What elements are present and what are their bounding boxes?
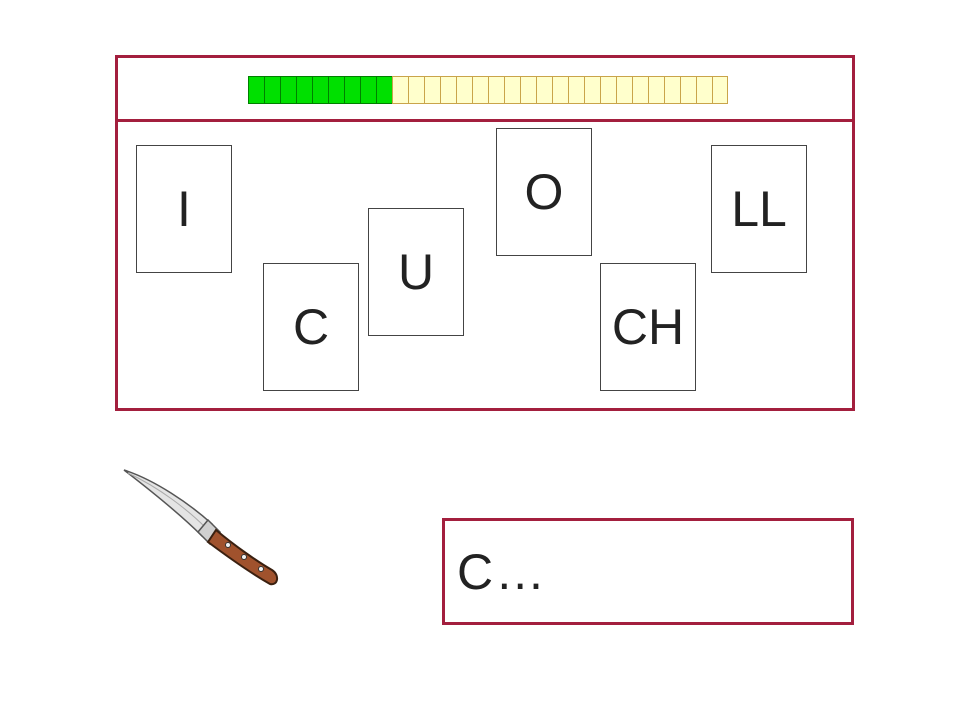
- answer-box[interactable]: C…: [442, 518, 854, 625]
- progress-cell-empty: [600, 76, 616, 104]
- progress-cell-empty: [488, 76, 504, 104]
- progress-cell-empty: [680, 76, 696, 104]
- letters-board: [115, 55, 855, 411]
- progress-cell-filled: [248, 76, 264, 104]
- progress-cell-filled: [360, 76, 376, 104]
- board-divider: [118, 119, 852, 122]
- progress-cell-empty: [504, 76, 520, 104]
- letter-card-u[interactable]: U: [368, 208, 464, 336]
- progress-cell-filled: [280, 76, 296, 104]
- letter-card-i[interactable]: I: [136, 145, 232, 273]
- letter-card-o[interactable]: O: [496, 128, 592, 256]
- answer-text: C…: [457, 543, 548, 600]
- progress-cell-empty: [424, 76, 440, 104]
- progress-cell-empty: [568, 76, 584, 104]
- letter-card-ll[interactable]: LL: [711, 145, 807, 273]
- progress-cell-empty: [520, 76, 536, 104]
- progress-cell-filled: [328, 76, 344, 104]
- progress-cell-empty: [664, 76, 680, 104]
- progress-cell-empty: [648, 76, 664, 104]
- progress-cell-filled: [312, 76, 328, 104]
- progress-cell-empty: [552, 76, 568, 104]
- progress-cell-empty: [584, 76, 600, 104]
- progress-bar: [248, 76, 728, 104]
- progress-cell-filled: [344, 76, 360, 104]
- progress-cell-empty: [712, 76, 728, 104]
- progress-cell-filled: [376, 76, 392, 104]
- knife-icon: [120, 462, 285, 592]
- progress-cell-empty: [440, 76, 456, 104]
- progress-cell-empty: [632, 76, 648, 104]
- progress-cell-filled: [264, 76, 280, 104]
- progress-cell-empty: [536, 76, 552, 104]
- progress-cell-filled: [296, 76, 312, 104]
- progress-cell-empty: [408, 76, 424, 104]
- progress-cell-empty: [696, 76, 712, 104]
- progress-cell-empty: [392, 76, 408, 104]
- letter-card-ch[interactable]: CH: [600, 263, 696, 391]
- progress-cell-empty: [456, 76, 472, 104]
- progress-cell-empty: [616, 76, 632, 104]
- progress-cell-empty: [472, 76, 488, 104]
- letter-card-c[interactable]: C: [263, 263, 359, 391]
